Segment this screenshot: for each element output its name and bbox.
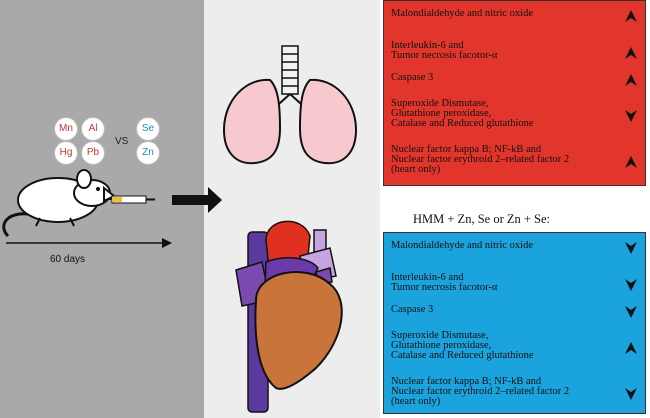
- red-box-item-3: Superoxide Dismutase, Glutathione peroxi…: [391, 98, 534, 129]
- red-box-item-4: Nuclear factor kappa B; NF-kB and Nuclea…: [391, 144, 570, 175]
- lungs-illustration: [222, 45, 358, 165]
- arrow-up-icon: [624, 341, 638, 355]
- metal-al-badge: Al: [81, 117, 105, 141]
- blue-box-item-1: Interleukin-6 and Tumor necrosis facotor…: [391, 272, 498, 293]
- blue-box-item-4: Nuclear factor kappa B; NF-kB and Nuclea…: [391, 376, 570, 407]
- duration-label: 60 days: [50, 254, 86, 265]
- arrow-down-icon: [624, 305, 638, 319]
- syringe-icon: [104, 195, 155, 204]
- heart-illustration: [235, 220, 343, 413]
- arrow-down-icon: [624, 278, 638, 292]
- metal-mn-badge: Mn: [54, 117, 78, 141]
- blue-box-item-2: Caspase 3: [391, 304, 434, 315]
- blue-box-item-0: Malondialdehyde and nitric oxide: [391, 240, 534, 251]
- effect-arrow-icon: [172, 187, 222, 213]
- element-se-badge: Se: [136, 117, 160, 141]
- rat-illustration: [2, 169, 116, 238]
- treatment-title: HMM + Zn, Se or Zn + Se:: [413, 212, 551, 226]
- arrow-up-icon: [624, 9, 638, 23]
- arrow-down-icon: [624, 109, 638, 123]
- vs-label: VS: [115, 136, 129, 147]
- red-box-item-1: Interleukin-6 and Tumor necrosis facotor…: [391, 40, 498, 61]
- timeline-arrow: [6, 238, 172, 248]
- red-box-item-0: Malondialdehyde and nitric oxide: [391, 8, 534, 19]
- arrow-up-icon: [624, 155, 638, 169]
- red-box-item-2: Caspase 3: [391, 72, 434, 83]
- arrow-up-icon: [624, 46, 638, 60]
- metal-hg-badge: Hg: [54, 141, 78, 165]
- arrow-down-icon: [624, 241, 638, 255]
- element-zn-badge: Zn: [136, 141, 160, 165]
- metal-pb-badge: Pb: [81, 141, 105, 165]
- arrow-up-icon: [624, 73, 638, 87]
- blue-box-item-3: Superoxide Dismutase, Glutathione peroxi…: [391, 330, 534, 361]
- arrow-down-icon: [624, 387, 638, 401]
